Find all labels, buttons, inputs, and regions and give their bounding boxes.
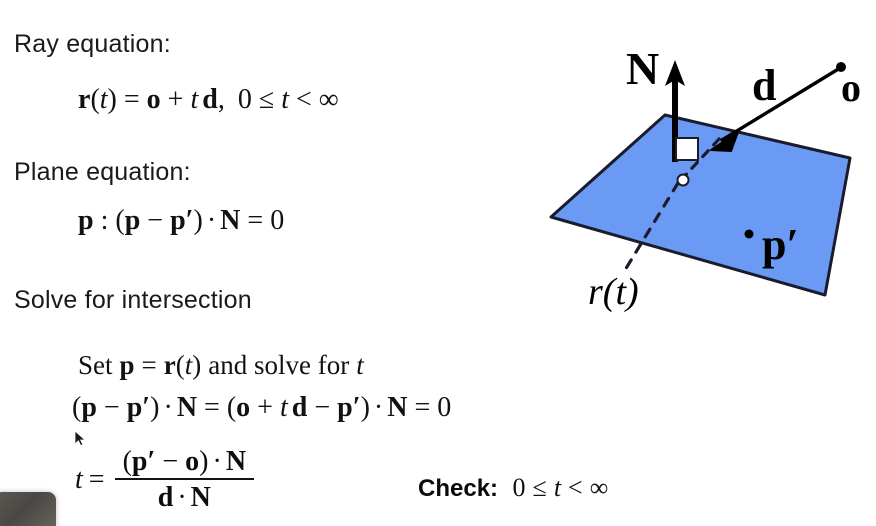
t-solution-fraction: t = (p′−o)·N d·N (75, 446, 255, 514)
ray-dashed-inside (679, 136, 722, 182)
intersection-point-marker (676, 173, 690, 187)
plane-polygon (549, 113, 852, 297)
normal-vector-arrowhead (665, 60, 685, 86)
diagram-svg (549, 60, 852, 297)
ray-dashed-extension (620, 181, 680, 277)
plane-point-label: p′ (762, 220, 799, 269)
fraction: (p′−o)·N d·N (114, 446, 255, 514)
right-angle-marker (675, 137, 699, 161)
incoming-ray-line (720, 66, 842, 142)
ray-arrowhead (710, 131, 739, 152)
normal-vector-label: N (626, 43, 660, 94)
video-overlay-thumbnail[interactable] (0, 492, 56, 526)
t-solution-equals: = (88, 463, 105, 495)
origin-point-dot (836, 62, 846, 72)
t-solution-lhs: t (75, 463, 83, 495)
check-line: Check: 0≤t<∞ (418, 473, 608, 503)
plane-point-dot (744, 229, 754, 239)
check-label: Check: (418, 475, 499, 502)
ray-equation-heading: Ray equation: (14, 30, 171, 58)
plane-equation-formula: p:(p−p′)·N=0 (78, 205, 285, 236)
plane-equation-heading: Plane equation: (14, 158, 191, 186)
ray-function-label: r(t) (588, 271, 639, 313)
ray-plane-intersection-diagram: N d o p′ r(t) (530, 20, 876, 330)
fraction-bar (114, 478, 255, 481)
solve-for-intersection-heading: Solve for intersection (14, 286, 252, 314)
check-expression: 0≤t<∞ (512, 473, 609, 502)
direction-vector-label: d (752, 61, 777, 110)
origin-label: o (841, 65, 861, 110)
fraction-numerator: (p′−o)·N (122, 446, 247, 477)
mouse-cursor-icon (74, 430, 87, 447)
fraction-denominator: d·N (157, 482, 211, 514)
